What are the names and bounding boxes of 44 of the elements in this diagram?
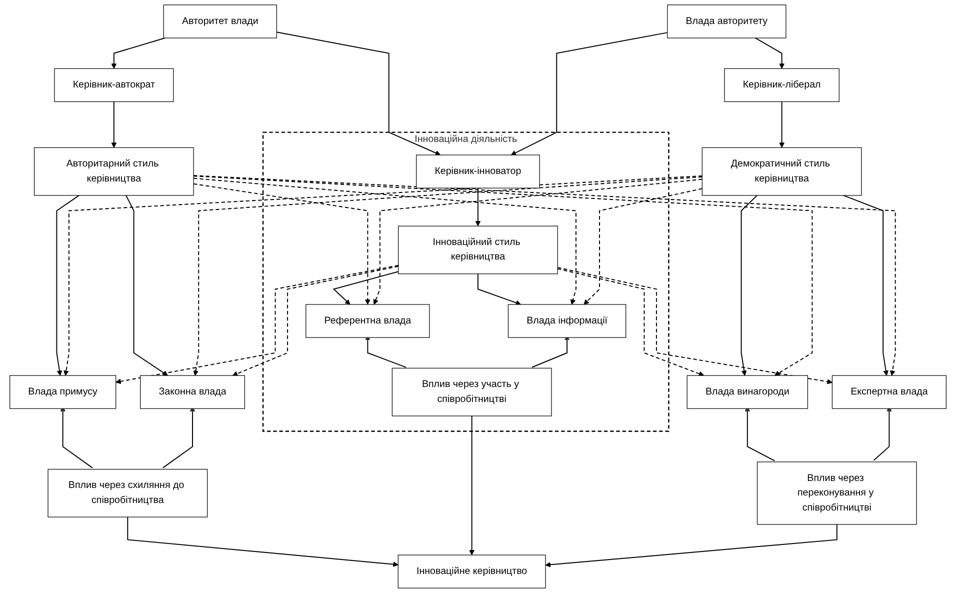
node-box: Керівник-інноватор [416,154,540,188]
arrow [193,178,576,305]
node-box: Авторитет влади [163,4,277,38]
arrow [475,188,481,226]
arrow [276,32,441,156]
arrow [545,524,838,568]
node-box: Вплив через схиляння до співробітництва [48,468,208,518]
arrow [64,175,703,376]
arrow [477,273,522,306]
arrow [843,194,889,376]
node-box: Законна влада [140,375,245,409]
node-box: Влада інформації [508,304,626,338]
node-box: Влада винагороди [686,375,808,409]
arrow [193,176,703,376]
node-box: Вплив через участь у співробітництві [392,368,552,416]
arrow [127,516,398,567]
arrow [193,183,370,305]
arrow [332,271,399,305]
arrow [232,266,399,376]
node-box: Влада примусу [10,375,116,409]
arrow [111,101,117,148]
node-box: Інноваційний стиль керівництва [398,226,558,274]
node-box: Авторитарний стиль керівництва [34,147,194,196]
node-box: Керівник-автократ [54,68,174,102]
arrow [557,266,832,384]
node-box: Експертна влада [832,375,946,409]
node-box: Вплив через переконування у співробітництві [756,462,917,525]
arrow [510,32,668,156]
arrow [584,188,703,305]
arrow [56,194,80,376]
arrow [557,268,704,376]
arrow [754,37,784,69]
arrow [469,415,475,556]
arrow [779,101,784,148]
node-box: Демократичний стиль керівництва [702,147,862,196]
arrow [740,194,758,376]
node-box: Інноваційне керівництво [398,554,546,588]
node-box: Керівник-ліберал [724,68,840,102]
arrow [373,178,703,305]
arrow [116,264,399,384]
arrow [126,194,168,376]
node-box: Влада авторитету [667,4,786,38]
node-box: Референтна влада [306,304,430,338]
arrow [111,37,166,69]
